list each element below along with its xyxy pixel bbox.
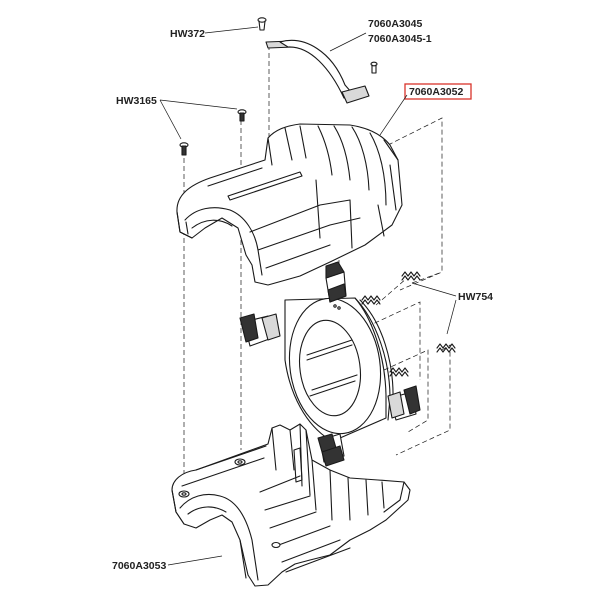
shutter-disc: [284, 297, 394, 441]
label-7060a3045: 7060A3045: [368, 18, 422, 30]
leader-lines: [159, 26, 457, 566]
upper-housing-7060a3052: [176, 123, 403, 286]
label-hw754: HW754: [458, 291, 493, 303]
label-7060a3052: 7060A3052: [409, 86, 463, 98]
label-7060a3045-1: 7060A3045-1: [368, 33, 432, 45]
shutter-knob-right: [387, 385, 421, 421]
screw-hw372: [257, 17, 267, 31]
lower-housing-7060a3053: [171, 423, 411, 587]
springs-hw754: [361, 271, 456, 377]
shutter-knob-left: [239, 313, 281, 347]
label-7060a3053: 7060A3053: [112, 560, 166, 572]
label-hw3165: HW3165: [116, 95, 157, 107]
shutter-knob-bottom: [317, 433, 345, 467]
highlight-box: [404, 83, 472, 100]
label-hw372: HW372: [170, 28, 205, 40]
label-7060a3052-group: 7060A3052: [404, 83, 472, 100]
ribbon-7060a3045: [265, 40, 378, 104]
shutter-knob-top: [325, 261, 347, 303]
